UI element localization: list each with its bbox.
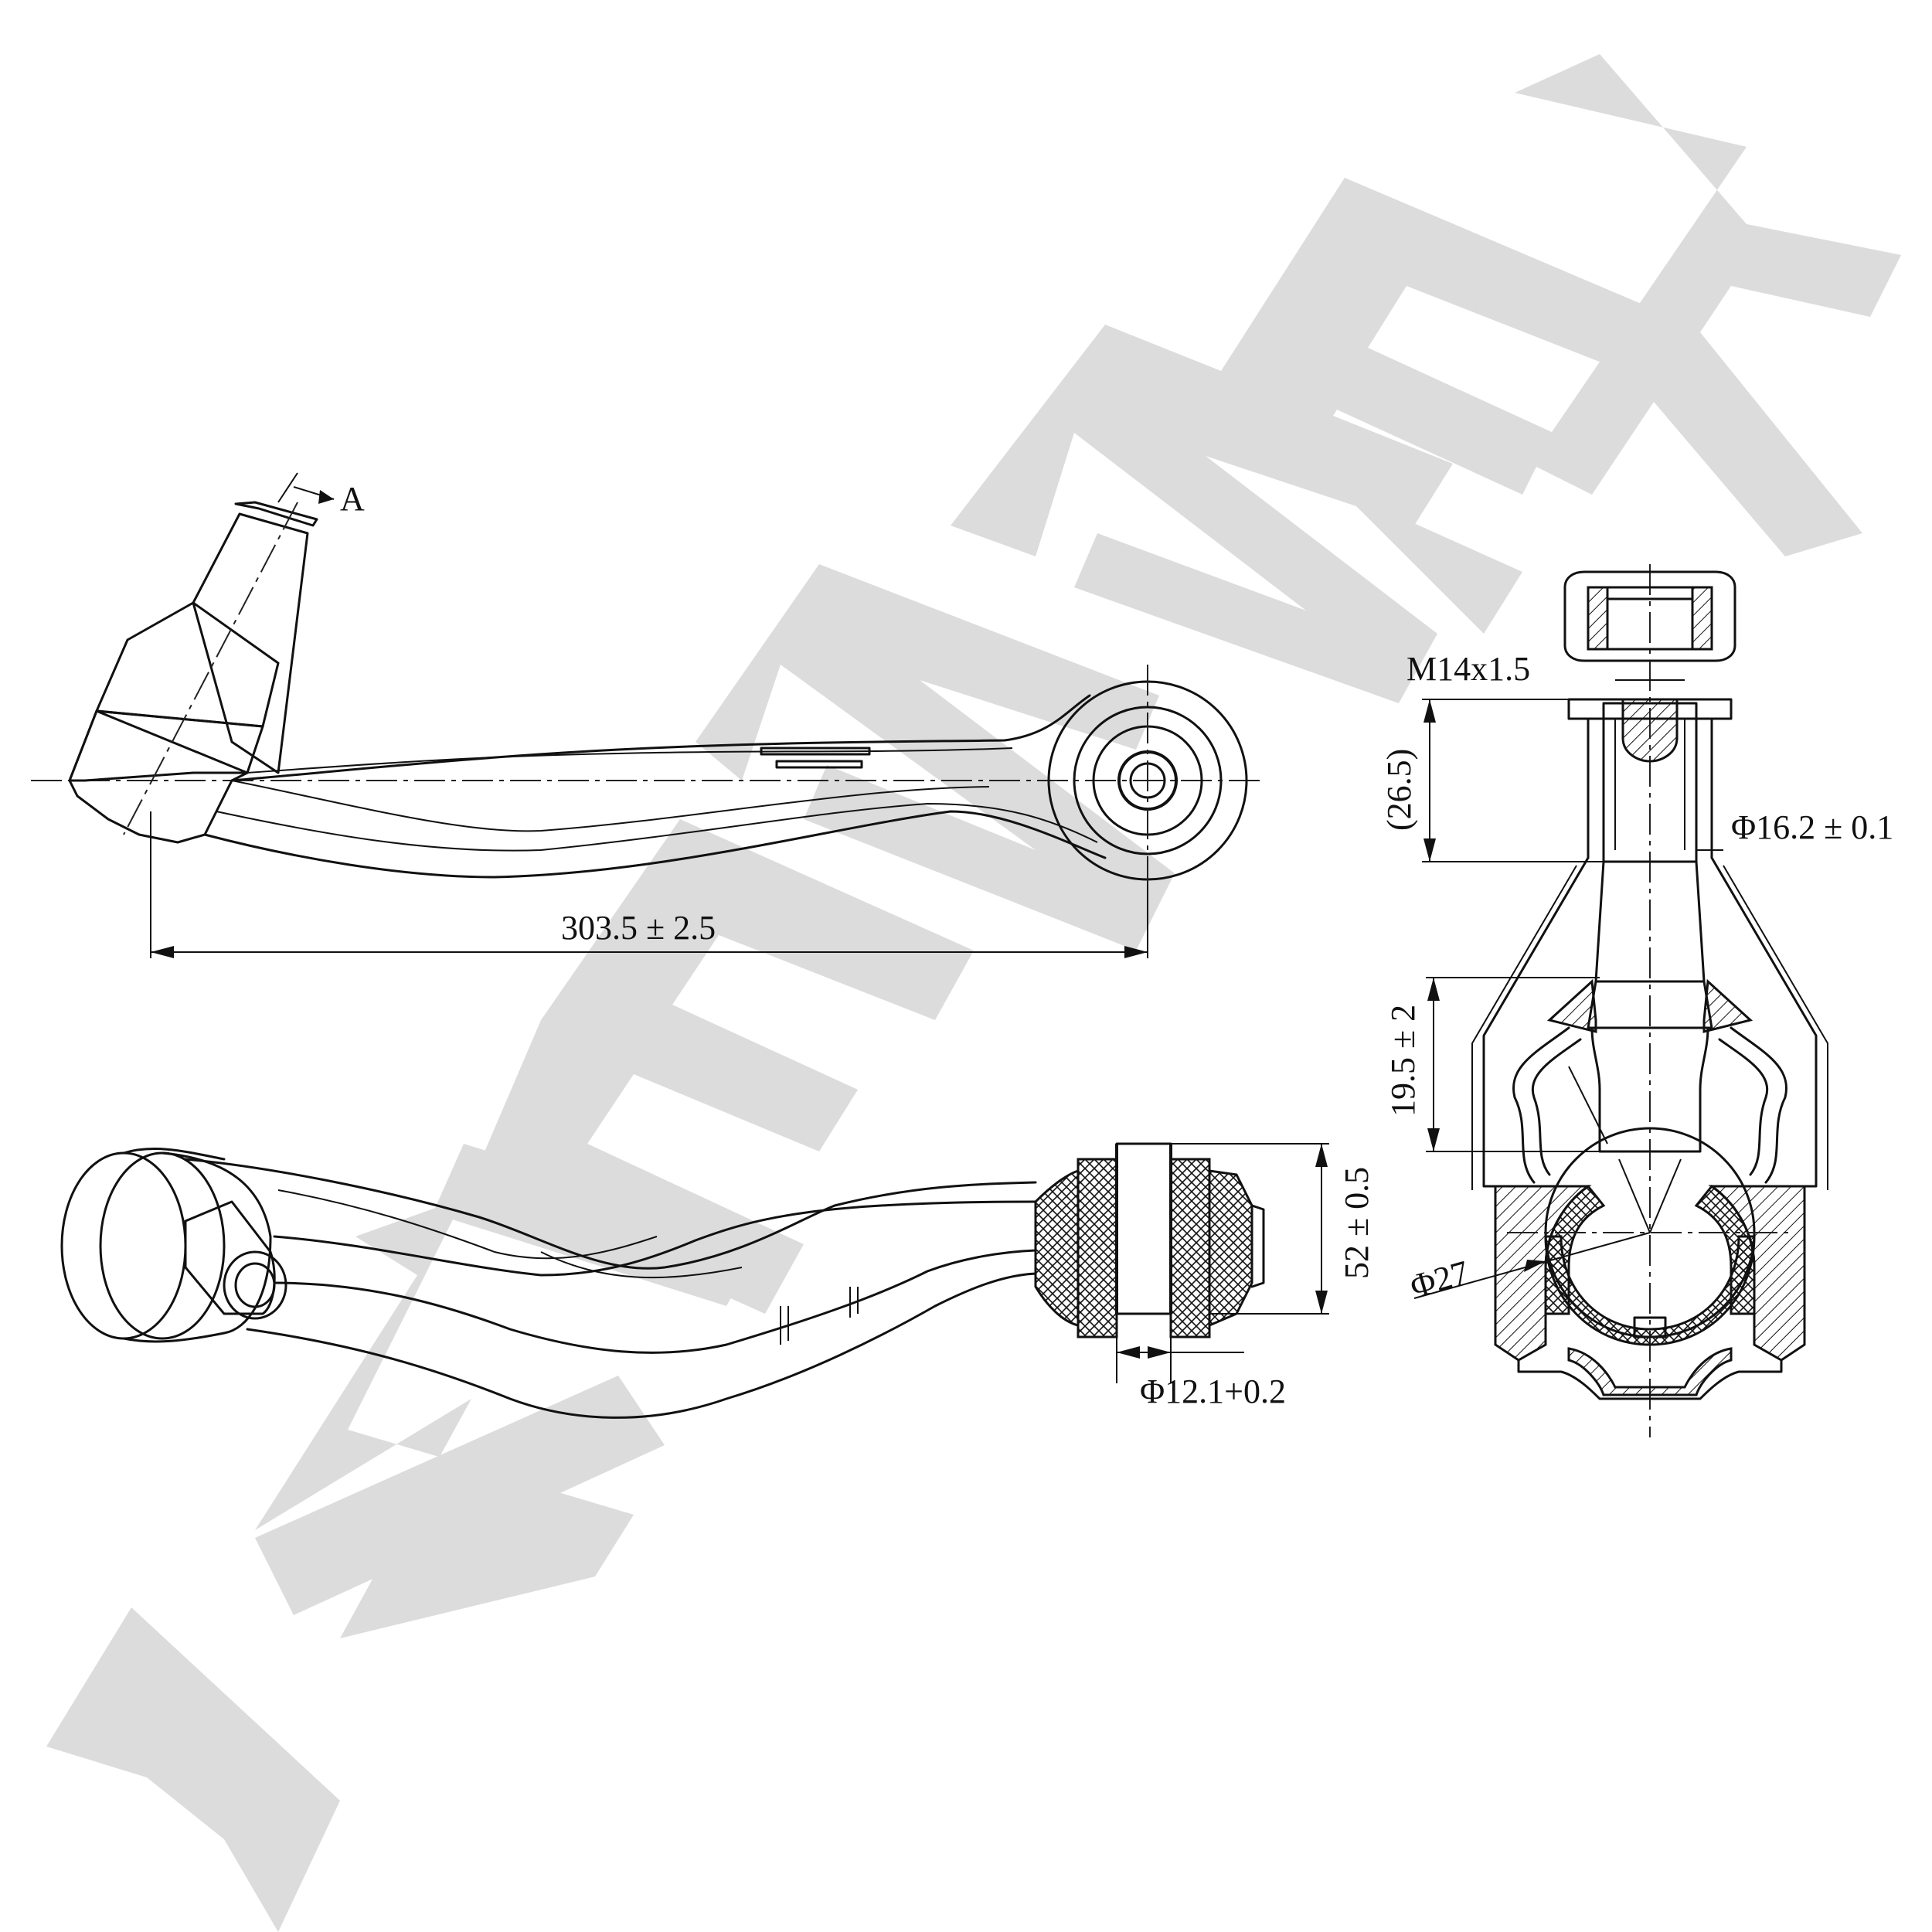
arm-top-view: A [31,472,1260,896]
ball [1507,1127,1793,1346]
watermark [46,54,1901,1932]
bushing-bore-dimension: Φ12.1+0.2 [1116,1314,1286,1410]
length-label: 303.5 ± 2.5 [561,909,716,947]
bushing-width-label: 52 ± 0.5 [1338,1167,1376,1279]
taper-length-dimension: (26.5) [1380,699,1696,862]
bushing-width-dimension: 52 ± 0.5 [1171,1143,1376,1315]
rubber-boot [1512,978,1787,1184]
taper-length-label: (26.5) [1380,749,1418,831]
section-mark: A [340,480,365,518]
ball-joint-section: M14x1.5 (26.5) Φ16.2 ± 0.1 19.5 ± 2 [1380,564,1893,1437]
stud-height-dimension: 19.5 ± 2 [1384,977,1600,1152]
castle-nut [1563,570,1736,662]
ball-diameter-label: Φ27 [1406,1253,1473,1306]
bushing-bore-label: Φ12.1+0.2 [1140,1372,1286,1410]
arm-side-view [60,1142,1265,1419]
stud-height-label: 19.5 ± 2 [1384,1005,1422,1117]
taper-diameter-dimension: Φ16.2 ± 0.1 [1696,808,1893,851]
thread-label: M14x1.5 [1406,650,1530,688]
length-dimension: 303.5 ± 2.5 [150,811,1148,958]
thread-dimension: M14x1.5 [1406,650,1685,688]
taper-diameter-label: Φ16.2 ± 0.1 [1731,808,1893,846]
